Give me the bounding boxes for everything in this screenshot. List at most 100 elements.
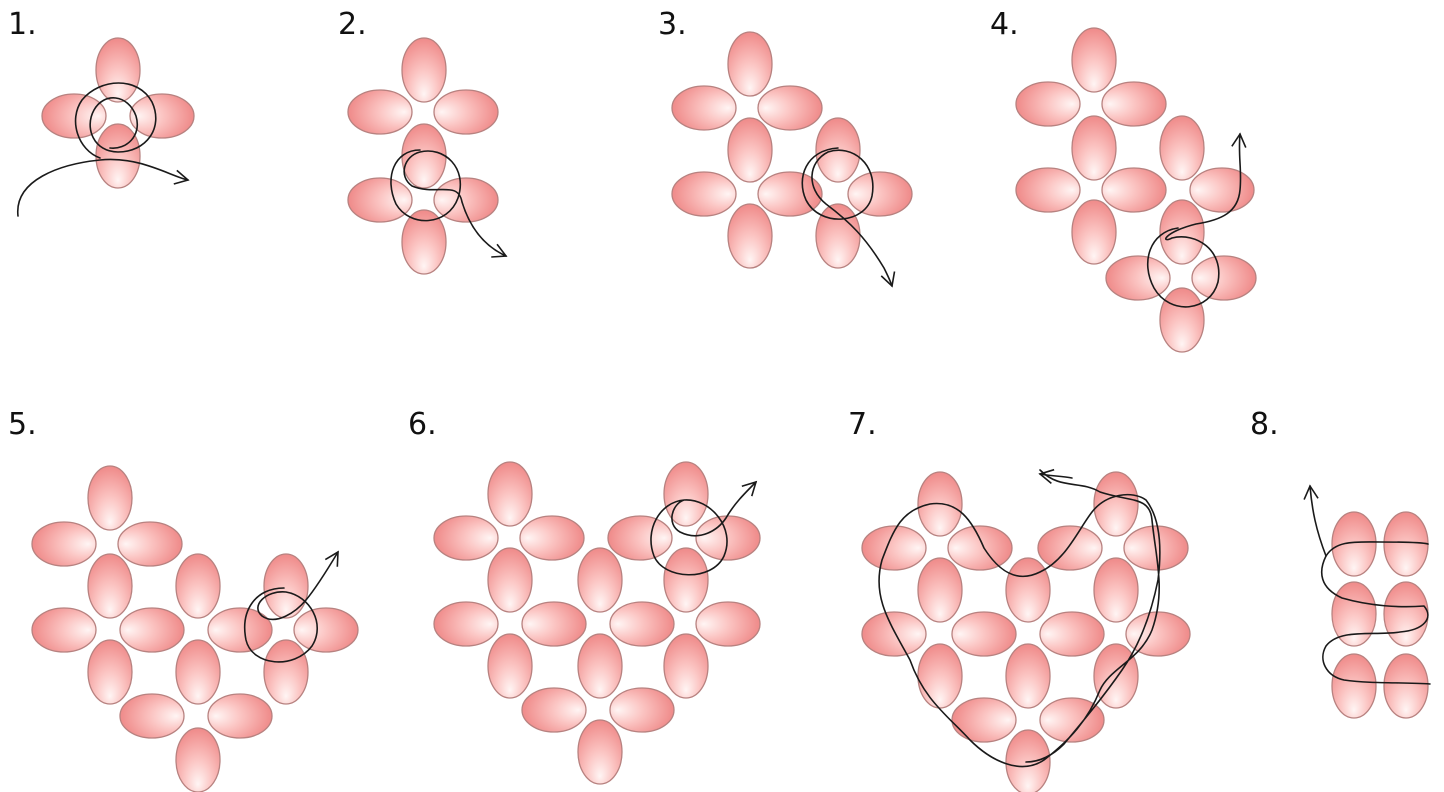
step-7-bead-3 (947, 525, 1013, 571)
step-6-bead-15 (577, 633, 623, 699)
step-3-bead-6 (757, 171, 823, 217)
step-7-bead-11 (951, 611, 1017, 657)
step-6-bead-1 (487, 461, 533, 527)
step-7-bead-14 (917, 643, 963, 709)
step-5-bead-2 (31, 521, 97, 567)
step-3-bead-2 (671, 85, 737, 131)
step-7-bead-18 (1039, 697, 1105, 743)
step-5-bead-5 (175, 553, 221, 619)
step-4-bead-8 (1159, 115, 1205, 181)
step-4-bead-10 (1159, 199, 1205, 265)
step-7-number: 7. (848, 407, 877, 442)
step-3-bead-1 (727, 31, 773, 97)
step-5-bead-11 (175, 639, 221, 705)
step-7-bead-7 (917, 557, 963, 623)
step-1-bead-4 (95, 123, 141, 189)
step-1-bead-2 (41, 93, 107, 139)
step-5-bead-16 (175, 727, 221, 792)
step-5-bead-1 (87, 465, 133, 531)
step-5-bead-15 (207, 693, 273, 739)
step-7-bead-4 (1093, 471, 1139, 537)
step-5-bead-6 (31, 607, 97, 653)
step-2-thread (390, 149, 508, 258)
step-7-bead-9 (1093, 557, 1139, 623)
step-6-bead-2 (433, 515, 499, 561)
step-8-thread-tail (1303, 484, 1327, 557)
step-4-bead-3 (1101, 81, 1167, 127)
step-5-bead-13 (263, 639, 309, 705)
step-7-bead-13 (1125, 611, 1191, 657)
step-4-thread (1146, 132, 1247, 308)
step-7-bead-8 (1005, 557, 1051, 623)
step-6-bead-11 (521, 601, 587, 647)
step-1-bead-3 (129, 93, 195, 139)
step-6-number: 6. (408, 407, 437, 442)
step-6-bead-18 (609, 687, 675, 733)
step-1-thread-tail (17, 158, 190, 217)
step-7-bead-15 (1005, 643, 1051, 709)
step-8-bead-6 (1383, 653, 1429, 719)
step-4-bead-5 (1015, 167, 1081, 213)
step-3-thread (801, 147, 896, 288)
beads-layer (31, 27, 1429, 792)
step-4-bead-2 (1015, 81, 1081, 127)
step-6-bead-12 (609, 601, 675, 647)
step-1-number: 1. (8, 7, 37, 42)
step-3-bead-4 (727, 117, 773, 183)
step-2-bead-4 (401, 123, 447, 189)
step-8-number: 8. (1250, 407, 1279, 442)
step-2-bead-1 (401, 37, 447, 103)
step-8-bead-4 (1383, 581, 1429, 647)
step-3-bead-3 (757, 85, 823, 131)
step-7-bead-17 (951, 697, 1017, 743)
step-8-thread (1320, 541, 1431, 685)
step-2-bead-5 (347, 177, 413, 223)
step-7-bead-12 (1039, 611, 1105, 657)
step-4-bead-12 (1191, 255, 1257, 301)
step-1-thread-loop (74, 82, 157, 159)
step-6-bead-13 (695, 601, 761, 647)
step-6-bead-6 (695, 515, 761, 561)
step-6-bead-3 (519, 515, 585, 561)
step-3-bead-9 (847, 171, 913, 217)
step-7-bead-10 (861, 611, 927, 657)
step-4-bead-6 (1101, 167, 1167, 213)
step-8-bead-5 (1331, 653, 1377, 719)
step-6-bead-9 (663, 547, 709, 613)
step-7-thread-tail (1038, 468, 1073, 485)
step-5-bead-8 (207, 607, 273, 653)
step-6-bead-7 (487, 547, 533, 613)
step-6-bead-8 (577, 547, 623, 613)
step-6-bead-10 (433, 601, 499, 647)
step-2-bead-7 (401, 209, 447, 275)
thread-paths-layer (17, 82, 1431, 768)
step-6-bead-19 (577, 719, 623, 785)
step-5-bead-9 (293, 607, 359, 653)
step-1-bead-1 (95, 37, 141, 103)
step-2-bead-3 (433, 89, 499, 135)
step-6-thread (650, 480, 758, 576)
step-3-bead-7 (727, 203, 773, 269)
step-5-number: 5. (8, 407, 37, 442)
step-4-bead-7 (1071, 199, 1117, 265)
step-7-bead-2 (861, 525, 927, 571)
step-3-bead-10 (815, 203, 861, 269)
step-6-bead-16 (663, 633, 709, 699)
step-4-bead-11 (1105, 255, 1171, 301)
step-6-bead-4 (663, 461, 709, 527)
step-3-number: 3. (658, 7, 687, 42)
step-5-bead-7 (119, 607, 185, 653)
step-4-bead-9 (1189, 167, 1255, 213)
step-8-bead-1 (1331, 511, 1377, 577)
step-6-bead-5 (607, 515, 673, 561)
step-4-bead-13 (1159, 287, 1205, 353)
step-5-bead-4 (87, 553, 133, 619)
step-7-thread (878, 469, 1161, 768)
step-4-number: 4. (990, 7, 1019, 42)
step-7-bead-19 (1005, 729, 1051, 792)
step-5-bead-14 (119, 693, 185, 739)
step-2-bead-2 (347, 89, 413, 135)
step-6-bead-17 (521, 687, 587, 733)
